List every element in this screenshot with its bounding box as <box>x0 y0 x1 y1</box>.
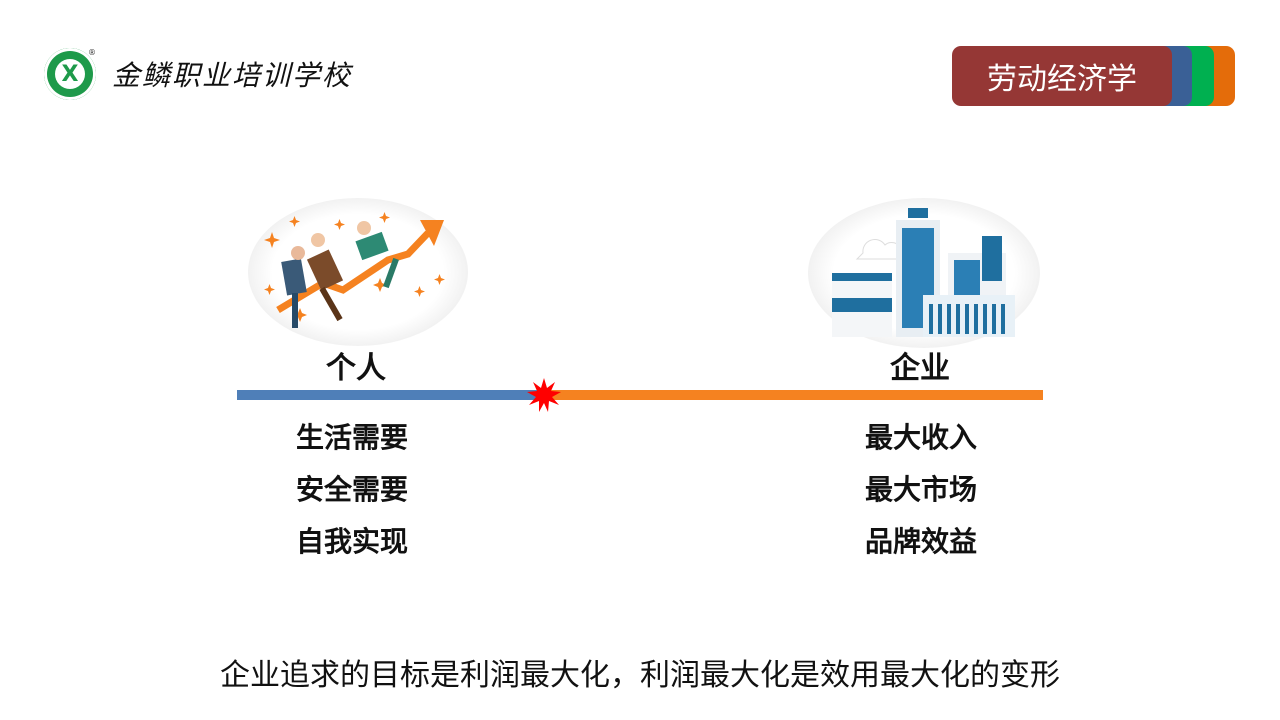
school-name: 金鳞职业培训学校 <box>112 59 353 92</box>
school-logo: X 金鳞职业培训学校 <box>44 48 352 100</box>
list-item: 品牌效益 <box>865 525 978 558</box>
people-climbing-arrow-icon <box>264 212 445 328</box>
list-item: 生活需要 <box>296 421 409 454</box>
course-tag: 劳动经济学 <box>952 46 1235 106</box>
registered-mark: ® <box>88 48 96 57</box>
people-growth-illustration <box>248 198 468 346</box>
enterprise-label: 企业 <box>890 351 950 386</box>
enterprise-goals-list: 最大收入 最大市场 品牌效益 <box>865 412 977 568</box>
list-item: 最大收入 <box>865 421 978 454</box>
office-buildings-illustration <box>808 198 1040 348</box>
summary-caption: 企业追求的目标是利润最大化，利润最大化是效用最大化的变形 <box>220 658 1060 693</box>
list-item: 自我实现 <box>296 525 409 558</box>
individual-needs-list: 生活需要 安全需要 自我实现 <box>296 412 408 568</box>
course-title: 劳动经济学 <box>952 46 1172 106</box>
list-item: 最大市场 <box>865 473 978 506</box>
enterprise-bar <box>543 390 1043 400</box>
office-buildings-icon <box>832 208 1015 337</box>
logo-badge-glyph: X <box>55 59 85 89</box>
individual-bar <box>237 390 543 400</box>
list-item: 安全需要 <box>296 473 409 506</box>
logo-badge-icon: X <box>44 48 96 100</box>
individual-label: 个人 <box>326 351 386 386</box>
explosion-burst-icon <box>527 378 561 412</box>
